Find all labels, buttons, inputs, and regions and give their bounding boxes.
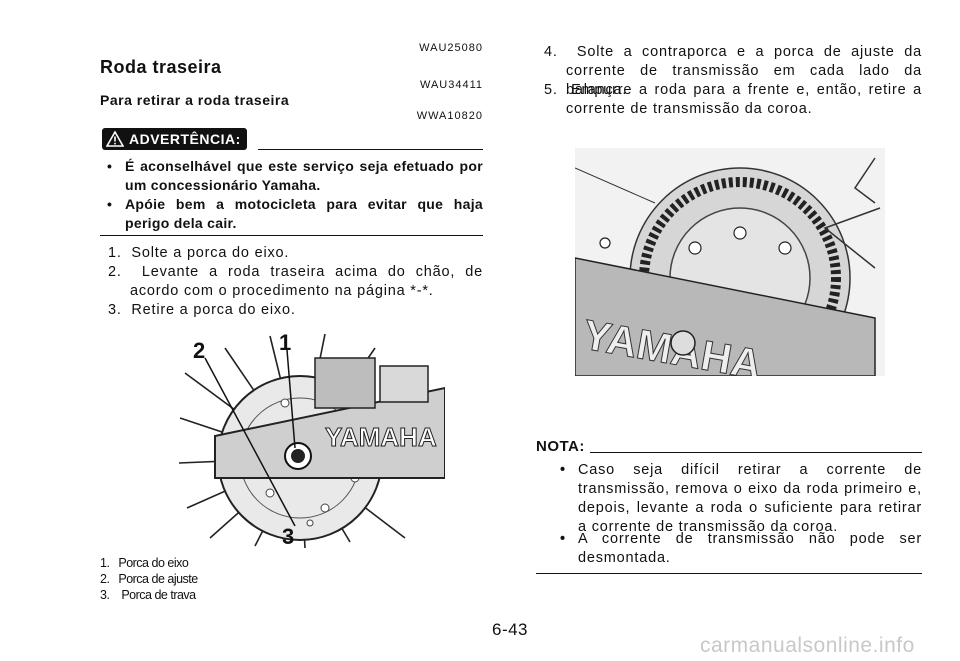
figure-callout: 3 [282,524,294,548]
figure-callout: 2 [193,338,205,363]
bullet-dot-icon: • [107,196,113,212]
figure-callout: 1 [279,330,291,355]
note-item: • Caso seja difícil retirar a corrente d… [560,462,922,535]
brand-text: YAMAHA [325,422,437,452]
warning-label: ADVERTÊNCIA: [129,131,241,147]
rear-axle-illustration: YAMAHA 2 1 3 [178,330,446,549]
note-rule [590,452,922,453]
step-item: 4. Solte a contraporca e a porca de ajus… [544,44,922,98]
step-item: 2. Levante a roda traseira acima do chão… [108,264,483,299]
chain-sprocket-illustration: YAMAHA [574,148,885,389]
warning-code: WWA10820 [416,110,483,122]
caption-item: 1. Porca do eixo [100,556,189,570]
warning-rule [258,149,483,150]
warning-badge: ADVERTÊNCIA: [102,128,247,150]
subsection-title: Para retirar a roda traseira [100,92,290,108]
warning-item: • É aconselhável que este serviço seja e… [107,158,483,193]
section-title: Roda traseira [100,57,222,77]
watermark: carmanualsonline.info [700,634,915,657]
warning-triangle-icon [106,131,124,147]
note-end-rule [536,573,922,574]
warning-end-rule [100,235,483,236]
section-code: WAU25080 [419,42,483,54]
note-item: • A corrente de transmissão não pode ser… [560,531,922,566]
bullet-dot-icon: • [560,531,566,547]
page-number: 6-43 [491,620,529,639]
bullet-dot-icon: • [560,462,566,478]
rear-axle-figure: YAMAHA 2 1 3 [175,328,446,549]
step-item: 1. Solte a porca do eixo. [108,245,290,261]
chain-sprocket-figure: YAMAHA [574,148,885,389]
subsection-code: WAU34411 [419,79,483,91]
caption-item: 3. Porca de trava [100,588,196,602]
caption-item: 2. Porca de ajuste [100,572,198,586]
warning-item: • Apóie bem a motocicleta para evitar qu… [107,196,483,231]
note-label: NOTA: [536,438,585,455]
bullet-dot-icon: • [107,158,113,174]
step-item: 3. Retire a porca do eixo. [108,302,296,318]
step-item: 5. Empurre a roda para a frente e, então… [544,82,922,117]
